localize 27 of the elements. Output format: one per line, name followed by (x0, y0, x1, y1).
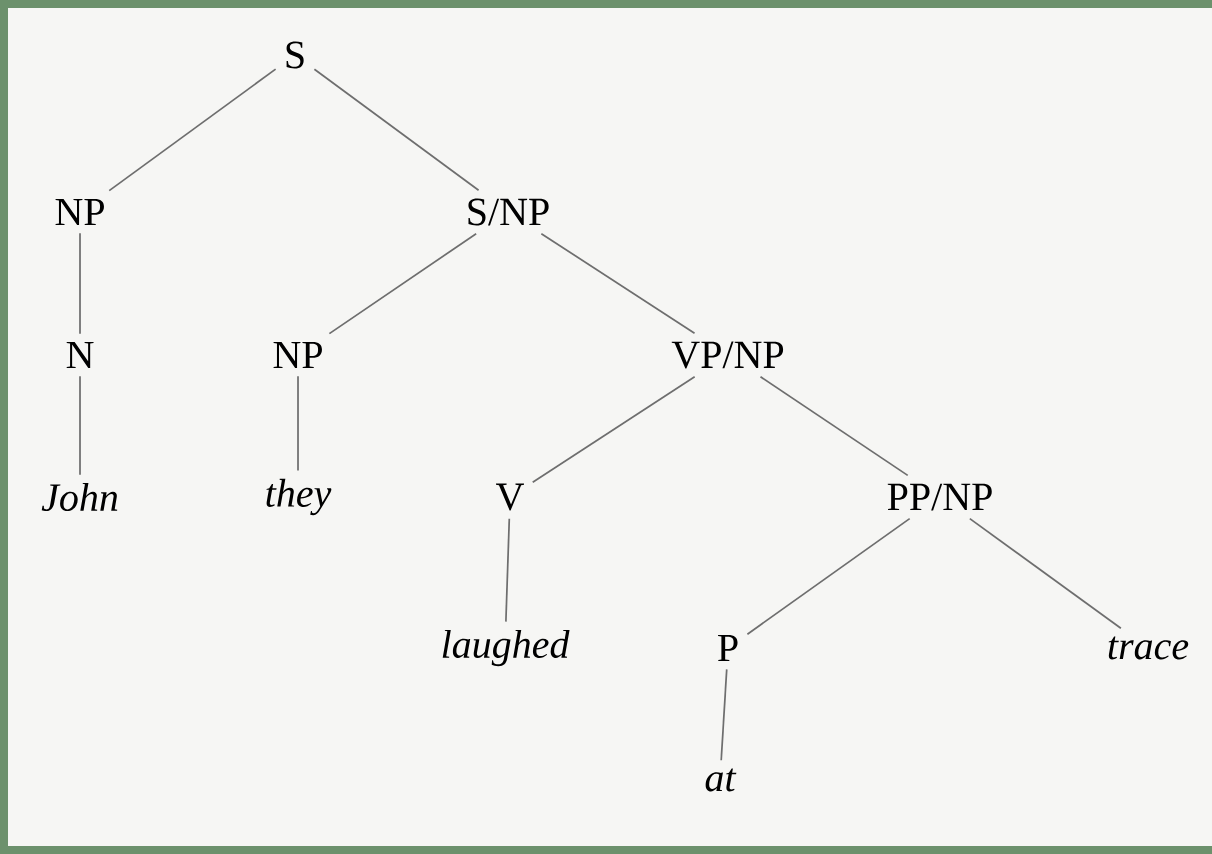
tree-branch (108, 68, 277, 192)
word-label: laughed (442, 629, 570, 667)
tree-branch (540, 232, 696, 335)
tree-branch (313, 68, 480, 192)
category-label: N (66, 341, 94, 369)
category-label: P (718, 634, 738, 662)
tree-branch (759, 375, 909, 477)
category-label: PP/NP (887, 483, 992, 511)
word-label: they (266, 478, 332, 516)
tree-branch (79, 232, 81, 335)
word-label: at (705, 768, 737, 792)
tree-branch (720, 668, 728, 762)
tree-branch (746, 517, 911, 636)
category-label: S/NP (468, 198, 549, 226)
tree-branch (328, 232, 477, 335)
category-label: NP (55, 198, 104, 226)
word-label: John (41, 482, 118, 512)
category-label: VP/NP (671, 341, 784, 369)
category-label: S (286, 41, 304, 69)
word-label: trace (1108, 636, 1189, 660)
tree-branch (79, 375, 81, 476)
tree-branch (297, 375, 299, 472)
tree-branch (968, 517, 1122, 630)
tree-branch (505, 517, 511, 623)
category-label: NP (273, 341, 322, 369)
tree-branch (531, 375, 696, 484)
category-label: V (496, 483, 524, 511)
